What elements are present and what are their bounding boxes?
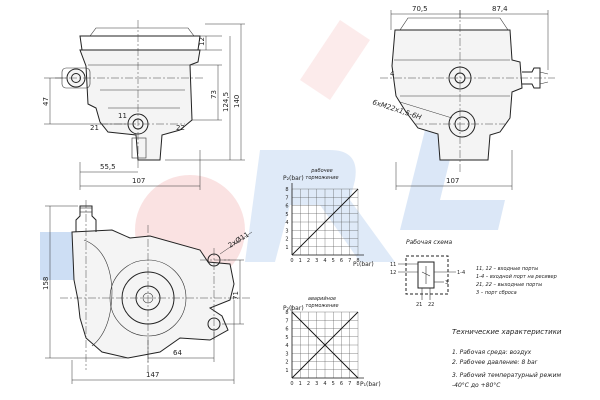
working-xtick-8: 8: [356, 258, 359, 264]
emergency-ytick-7: 7: [285, 318, 288, 324]
working-ytick-1: 1: [285, 245, 288, 251]
working-ytick-2: 2: [285, 237, 288, 243]
dim-73: 73: [210, 90, 218, 99]
valve-body-top-left: [79, 49, 201, 161]
scheme-port-12: 12: [390, 270, 396, 276]
working-scheme: Рабочая схема 11 12 1-4 21 22 3: [390, 239, 465, 308]
emergency-xtick-1: 1: [299, 381, 302, 387]
working-xtick-5: 5: [332, 258, 335, 264]
chart-working-xlabel: P₁(bar): [353, 261, 374, 268]
working-xtick-1: 1: [299, 258, 302, 264]
port-label-22: 22: [176, 124, 185, 132]
dim-140: 140: [233, 95, 241, 108]
emergency-ytick-2: 2: [285, 360, 288, 366]
working-ytick-3: 3: [285, 228, 288, 234]
scheme-valve: [417, 261, 435, 289]
dim-87-4: 87,4: [492, 5, 508, 13]
chart-emergency-ylabel: P₂(bar): [283, 305, 304, 312]
valve-body-top-right: [391, 29, 523, 161]
spec-item-2: 2. Рабочее давление: 8 bar: [452, 359, 538, 366]
spec-item-4: -40°C до +80°C: [452, 382, 501, 389]
top-left-view: 21 22 11 12 73 124,5 140 47: [42, 20, 245, 190]
working-series-line-0: [291, 188, 359, 256]
emergency-xtick-5: 5: [332, 381, 335, 387]
dim-147: 147: [146, 371, 159, 379]
scheme-title: Рабочая схема: [406, 239, 452, 246]
working-ytick-5: 5: [285, 212, 288, 218]
working-xtick-2: 2: [307, 258, 310, 264]
scheme-port-21: 21: [416, 302, 422, 308]
emergency-ytick-4: 4: [285, 343, 288, 349]
working-ytick-6: 6: [285, 204, 288, 210]
scheme-port-11: 11: [390, 262, 396, 268]
top-right-view: 4 6xM22x1,5-6H 70,5 87,4 107: [371, 5, 555, 190]
legend-line-1: 11, 12 – входные порты: [476, 266, 538, 272]
legend-line-2: 1-4 – входной порт на ресивер: [476, 274, 557, 280]
working-xtick-4: 4: [323, 258, 326, 264]
working-ytick-8: 8: [285, 187, 288, 193]
dim-70-5: 70,5: [412, 5, 428, 13]
port-label-11: 11: [118, 112, 127, 120]
scheme-legend: 11, 12 – входные порты 1-4 – входной пор…: [476, 266, 557, 296]
spec-item-3: 3. Рабочий температурный режим: [452, 372, 561, 379]
chart-working-title-1: рабочее: [310, 168, 333, 174]
emergency-xtick-7: 7: [348, 381, 351, 387]
emergency-ytick-1: 1: [285, 368, 288, 374]
port-label-4: 4: [390, 70, 395, 78]
chart-working-ylabel: P₂(bar): [283, 175, 304, 182]
port-label-21: 21: [90, 124, 99, 132]
scheme-port-22: 22: [428, 302, 434, 308]
dims-bottom-left: 158 71 64 147: [42, 205, 244, 384]
emergency-ytick-5: 5: [285, 335, 288, 341]
valve-body-bottom: [71, 229, 235, 359]
working-xtick-3: 3: [315, 258, 318, 264]
emergency-xtick-3: 3: [315, 381, 318, 387]
working-xtick-6: 6: [340, 258, 343, 264]
emergency-xtick-8: 8: [356, 381, 359, 387]
dim-107-right: 107: [446, 177, 459, 185]
dim-158: 158: [42, 277, 50, 290]
dim-71: 71: [232, 291, 240, 300]
working-xtick-7: 7: [348, 258, 351, 264]
emergency-ytick-8: 8: [285, 310, 288, 316]
dim-55-5: 55,5: [100, 163, 116, 171]
emergency-xtick-4: 4: [323, 381, 326, 387]
emergency-xtick-6: 6: [340, 381, 343, 387]
legend-line-4: 3 – порт сброса: [476, 290, 517, 296]
dims-top-right: 70,5 87,4 107: [390, 5, 549, 190]
spec-item-1: 1. Рабочая среда: воздух: [452, 349, 532, 356]
dim-12: 12: [198, 37, 206, 46]
emergency-series-line-1: [291, 311, 359, 379]
chart-emergency-xlabel: P₁(bar): [360, 381, 381, 388]
scheme-port-1-4: 1-4: [457, 270, 465, 276]
dim-124-5: 124,5: [222, 92, 230, 112]
working-ytick-4: 4: [285, 220, 288, 226]
bottom-left-view: 2xØ11 158 71 64 147: [42, 200, 253, 384]
working-ytick-7: 7: [285, 195, 288, 201]
technical-specs: Технические характеристики 1. Рабочая ср…: [452, 328, 562, 389]
scheme-outline: [405, 255, 449, 295]
chart-emergency-title-1: аварийное: [308, 296, 336, 302]
emergency-xtick-0: 0: [290, 381, 293, 387]
emergency-ytick-6: 6: [285, 327, 288, 333]
chart-working-title-2: торможение: [305, 175, 338, 181]
dims-top-left: 12 73 124,5 140 47 55,5 107: [42, 23, 245, 190]
chart-emergency-title-2: торможение: [305, 303, 338, 309]
working-xtick-0: 0: [290, 258, 293, 264]
specs-title: Технические характеристики: [452, 328, 562, 336]
emergency-ytick-3: 3: [285, 351, 288, 357]
valve-cap: [79, 35, 201, 51]
sorl-watermark: [40, 20, 505, 285]
dim-47: 47: [42, 97, 50, 106]
legend-line-3: 21, 22 – выходные порты: [476, 282, 542, 288]
emergency-xtick-2: 2: [307, 381, 310, 387]
dim-107-left: 107: [132, 177, 145, 185]
dim-64: 64: [173, 349, 182, 357]
scheme-port-3: 3: [445, 280, 448, 286]
